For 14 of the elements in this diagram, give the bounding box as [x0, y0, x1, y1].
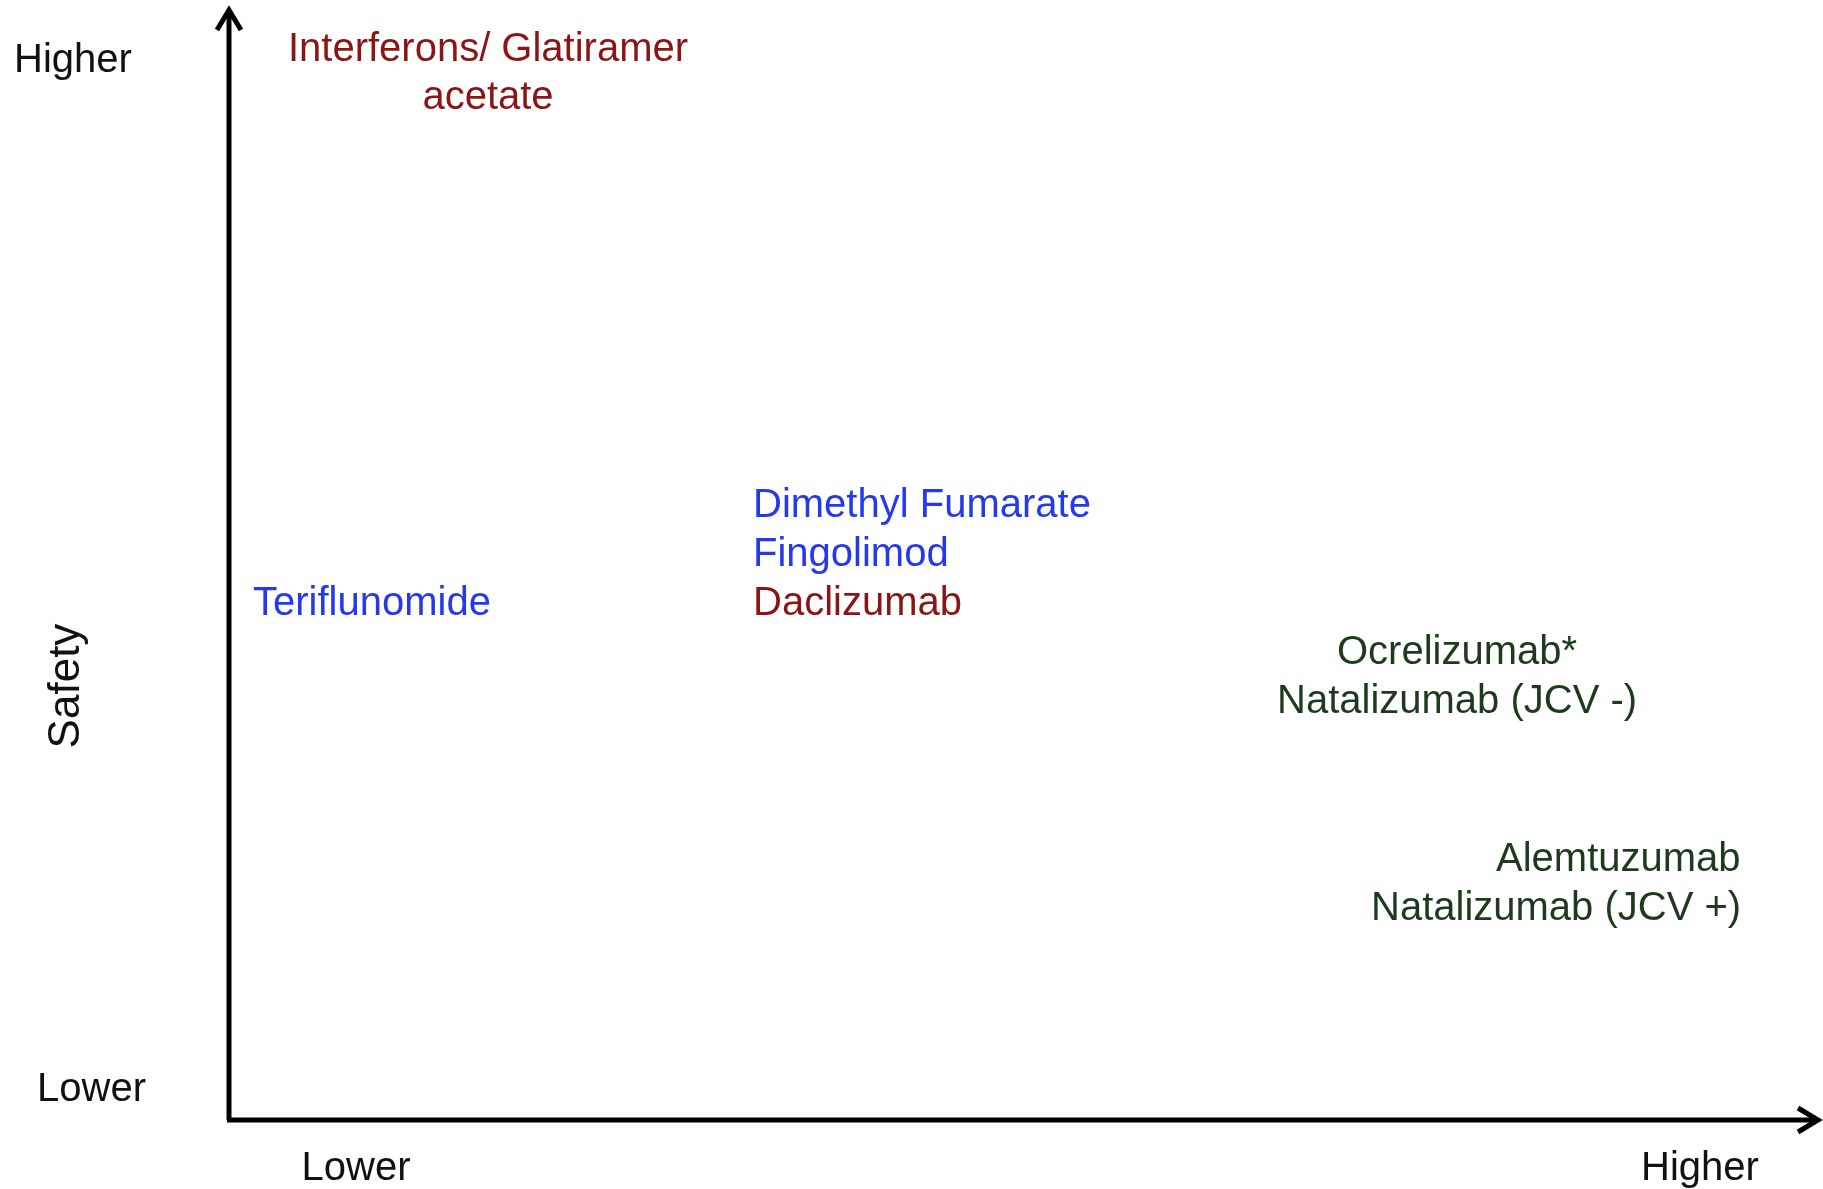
axis-level-label: Higher — [1641, 1143, 1759, 1189]
axis-level-label: Higher — [14, 35, 132, 82]
drug-label: Ocrelizumab* — [1337, 627, 1578, 674]
axis-title: Safety — [39, 623, 88, 749]
drug-label: Teriflunomide — [253, 578, 491, 625]
axis-level-label: Lower — [37, 1064, 146, 1111]
drug-label: Dimethyl Fumarate — [753, 480, 1091, 527]
drug-label: Daclizumab — [753, 578, 962, 625]
axis-level-label: Lower — [301, 1143, 411, 1189]
drug-label: Interferons/ Glatiramer acetate — [286, 24, 690, 119]
drug-label: Natalizumab (JCV +) — [1371, 883, 1742, 930]
drug-label: Natalizumab (JCV -) — [1277, 676, 1638, 723]
drug-label: Alemtuzumab — [1496, 834, 1741, 881]
drug-label: Fingolimod — [753, 529, 949, 576]
